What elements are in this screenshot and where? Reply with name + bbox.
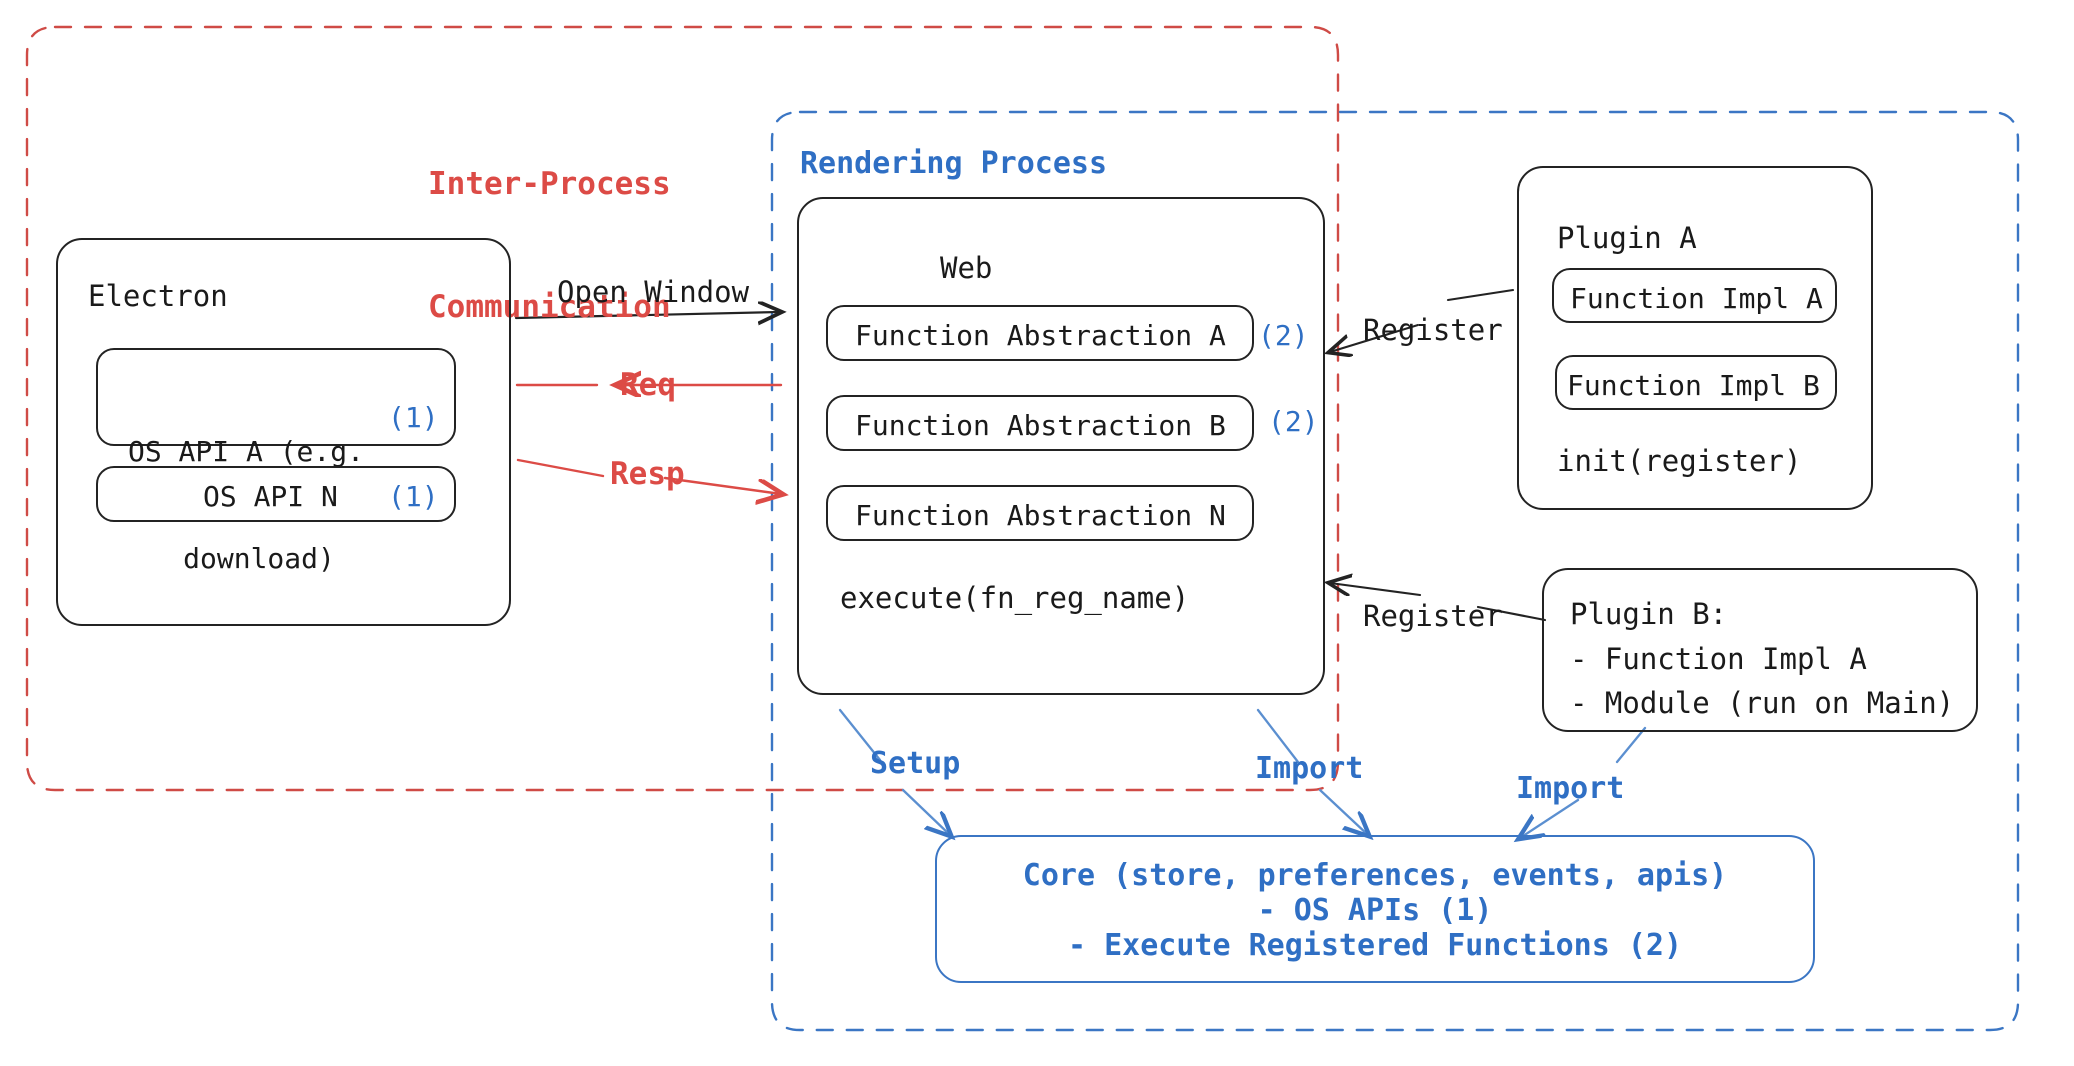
boundary-rendering-label: Rendering Process xyxy=(800,146,1108,181)
plugin-b-line-2: - Module (run on Main) xyxy=(1570,686,1955,720)
web-abstraction-b-badge: (2) xyxy=(1268,405,1319,438)
web-abstraction-b-label: Function Abstraction B xyxy=(855,409,1226,442)
edge-req-label: Req xyxy=(620,367,676,403)
core-box xyxy=(935,835,1815,983)
edge-setup-label: Setup xyxy=(870,746,961,781)
electron-os-api-n-label: OS API N xyxy=(203,480,338,513)
plugin-b-line-1: - Function Impl A xyxy=(1570,642,1867,676)
web-execute-label: execute(fn_reg_name) xyxy=(840,581,1190,615)
plugin-a-impl-a-box xyxy=(1552,268,1837,323)
boundary-ipc-label-line2: Communication xyxy=(428,288,671,325)
web-abstraction-n-label: Function Abstraction N xyxy=(855,499,1226,532)
boundary-ipc-label-line1: Inter-Process xyxy=(428,165,671,202)
web-title: Web xyxy=(940,251,993,285)
electron-os-api-n-box xyxy=(96,466,456,522)
plugin-a-impl-b-label: Function Impl B xyxy=(1567,369,1820,402)
web-box xyxy=(797,197,1325,695)
electron-os-api-a-label: OS API A (e.g. download) xyxy=(96,362,396,649)
web-abstraction-b-box xyxy=(826,395,1254,451)
edge-import-web-label: Import xyxy=(1255,751,1364,786)
electron-os-api-a-badge: (1) xyxy=(388,401,439,434)
plugin-a-title: Plugin A xyxy=(1557,221,1697,255)
web-abstraction-n-box xyxy=(826,485,1254,541)
boundary-ipc-label: Inter-Process Communication xyxy=(428,82,671,409)
plugin-a-init-label: init(register) xyxy=(1557,444,1802,478)
core-line-2: - OS APIs (1) xyxy=(1257,893,1493,928)
electron-title: Electron xyxy=(88,279,228,313)
electron-os-api-a-line1: OS API A (e.g. xyxy=(127,434,364,468)
plugin-a-box xyxy=(1517,166,1873,510)
plugin-b-title: Plugin B: xyxy=(1570,597,1728,631)
electron-os-api-n-badge: (1) xyxy=(388,480,439,513)
web-abstraction-a-badge: (2) xyxy=(1258,319,1309,352)
edge-open-window-label: Open Window xyxy=(557,275,750,309)
plugin-b-box xyxy=(1542,568,1978,732)
plugin-a-impl-b-box xyxy=(1555,355,1837,410)
web-abstraction-a-label: Function Abstraction A xyxy=(855,319,1226,352)
edge-register-a-label: Register xyxy=(1363,313,1503,347)
plugin-a-impl-a-label: Function Impl A xyxy=(1570,282,1823,315)
edge-import-plugin-b-label: Import xyxy=(1516,771,1625,806)
web-abstraction-a-box xyxy=(826,305,1254,361)
core-line-1: Core (store, preferences, events, apis) xyxy=(1022,858,1728,893)
electron-os-api-a-line2: download) xyxy=(183,542,335,576)
edge-register-b-label: Register xyxy=(1363,599,1503,633)
core-line-3: - Execute Registered Functions (2) xyxy=(1067,928,1683,963)
edge-resp-label: Resp xyxy=(610,456,685,492)
electron-os-api-a-box xyxy=(96,348,456,446)
electron-box xyxy=(56,238,511,626)
